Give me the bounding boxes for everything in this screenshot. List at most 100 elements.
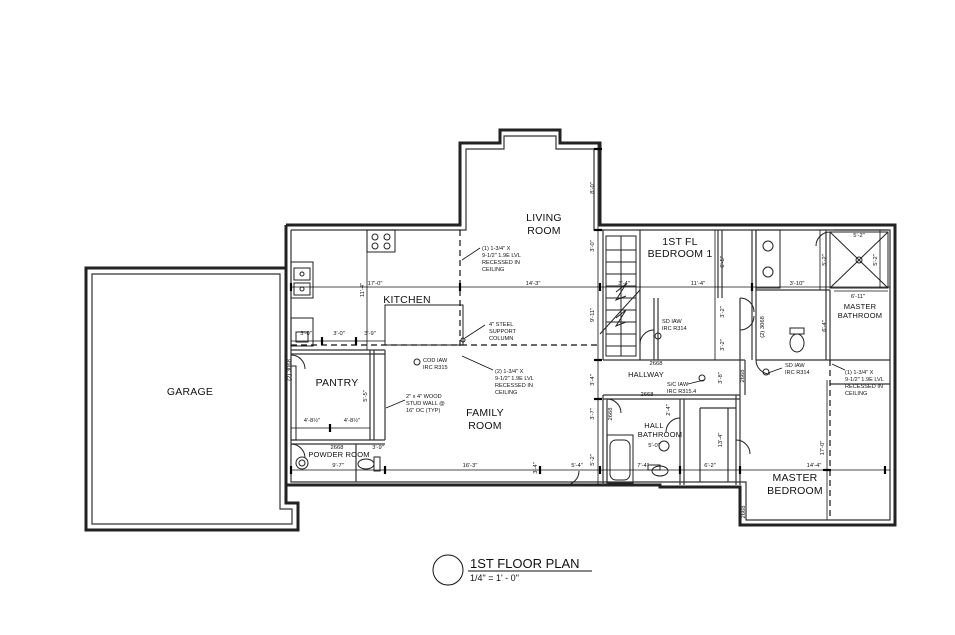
dim-label: 3'-2" <box>720 306 726 318</box>
beams <box>291 230 831 520</box>
dim-label: 3'-9" <box>364 331 376 337</box>
note-lvl-family: 9-1/2" 1.9E LVL <box>495 376 534 382</box>
dim-label: 4'-8½" <box>344 417 360 424</box>
dim-label: 8'-0" <box>590 182 596 194</box>
title-marker-icon <box>432 554 464 586</box>
dim-label: 2'-4" <box>666 404 672 416</box>
note-sd-bedroom1: IRC R314 <box>662 326 687 332</box>
dim-label: 14'-4" <box>807 463 822 469</box>
dim-label: 6'-2" <box>704 463 716 469</box>
detector-symbols <box>413 332 770 382</box>
note-cod: IRC R315 <box>423 365 448 371</box>
cod-detector-icon <box>413 358 421 366</box>
dim-label: 3'-4" <box>590 374 596 386</box>
note-lvl-family: (2) 1-3/4" X <box>495 369 524 375</box>
note-sd-bedroom1: SD IAW <box>662 319 682 325</box>
dim-label: 5'-2" <box>853 233 865 239</box>
room-label-hall-bath: HALL <box>644 421 664 430</box>
dimension-labels: 8'-0" 3'-0" 17'-0" 14'-3" 11'-4" 11'-4" … <box>287 182 879 518</box>
dim-label: 6'-4" <box>822 320 828 332</box>
dim-label: 3'-0" <box>333 331 345 337</box>
note-lvl-family: RECESSED IN <box>495 383 533 389</box>
room-label-kitchen: KITCHEN <box>383 294 431 306</box>
room-label-pantry: PANTRY <box>316 377 359 389</box>
steel-column-icon <box>460 337 466 343</box>
dim-label: 3'-10" <box>790 281 805 287</box>
note-sd-master: IRC R314 <box>785 370 810 376</box>
dim-label: 3'-9" <box>372 445 384 451</box>
dim-label: 5'-4" <box>571 463 583 469</box>
room-label-master-bed-2: BEDROOM <box>767 485 823 497</box>
dim-label: 5'-2" <box>873 254 879 266</box>
room-label-master-bath: MASTER <box>844 302 877 311</box>
dim-label: 6'-11" <box>851 294 865 300</box>
garage-outline <box>84 266 300 532</box>
room-label-powder: POWDER ROOM <box>308 450 369 459</box>
note-sc-hall: S/C IAW <box>667 382 689 388</box>
dim-label: 3'-0" <box>300 331 312 337</box>
room-label-hallway: HALLWAY <box>628 370 664 379</box>
dim-label: 4'-8½" <box>304 417 320 424</box>
dim-label: 14'-3" <box>526 281 541 287</box>
note-lvl-family: CEILING <box>495 390 517 396</box>
room-label-garage: GARAGE <box>167 386 213 398</box>
dim-label: 3'-0" <box>590 240 596 252</box>
dim-label: 3'-7" <box>590 408 596 420</box>
note-lvl-master: RECESSED IN <box>845 384 883 390</box>
room-label-living: LIVING <box>526 212 562 224</box>
room-label-bedroom1-2: BEDROOM 1 <box>648 248 713 260</box>
dim-label: 2668 <box>741 506 747 519</box>
dim-label: 5'-2" <box>822 254 828 266</box>
note-lvl-living: RECESSED IN <box>482 260 520 266</box>
note-steel-column: 4" STEEL <box>489 322 513 328</box>
smoke-co-detector-icon <box>698 374 706 382</box>
dim-label: 2668 <box>608 408 614 421</box>
smoke-detector-icon <box>654 332 662 340</box>
stairs <box>599 235 641 357</box>
dim-label: 9'-7" <box>332 463 344 469</box>
room-labels: GARAGE LIVING ROOM 1ST FL BEDROOM 1 KITC… <box>167 212 882 497</box>
room-label-bedroom1: 1ST FL <box>662 236 697 248</box>
note-cod: COD IAW <box>423 358 448 364</box>
kitchen-fixtures <box>290 229 464 441</box>
dim-label: 2668 <box>641 392 654 398</box>
dimension-lines <box>289 143 890 520</box>
note-lvl-living: (1) 1-3/4" X <box>482 246 511 252</box>
dim-label: 2668 <box>331 445 344 451</box>
note-stud-wall: STUD WALL @ <box>406 401 445 407</box>
note-stud-wall: 2" x 4" WOOD <box>406 394 442 400</box>
dim-label: 5'-5" <box>363 390 369 402</box>
dim-label: 9'-11" <box>590 308 596 322</box>
dim-label: 16'-3" <box>463 463 478 469</box>
dim-label: 17'-0" <box>368 281 383 287</box>
dim-label: 3'-4" <box>533 462 539 474</box>
title-block: 1ST FLOOR PLAN 1/4" = 1' - 0" <box>432 554 592 586</box>
dim-label: 3'-8" <box>718 372 724 384</box>
dim-label: 2668 <box>650 361 663 367</box>
room-label-hall-bath-2: BATHROOM <box>638 430 682 439</box>
note-sd-master: SD IAW <box>785 363 805 369</box>
plan-title: 1ST FLOOR PLAN <box>470 556 580 571</box>
room-label-family: FAMILY <box>466 407 504 419</box>
dim-label: (2) 3068 <box>287 359 293 381</box>
dim-label: 2668 <box>740 370 746 383</box>
note-steel-column: COLUMN <box>489 336 513 342</box>
note-lvl-living: 9-1/2" 1.9E LVL <box>482 253 521 259</box>
dim-label: 13'-4" <box>718 433 724 448</box>
dim-label: 17'-0" <box>820 441 826 456</box>
note-lvl-master: 9-1/2" 1.9E LVL <box>845 377 884 383</box>
dim-label: 6'-5" <box>720 256 726 268</box>
bath-fixtures <box>295 229 889 484</box>
annotation-notes: (1) 1-3/4" X 9-1/2" 1.9E LVL RECESSED IN… <box>406 246 884 414</box>
dim-label: 7'-4" <box>637 463 649 469</box>
note-steel-column: SUPPORT <box>489 329 517 335</box>
note-sc-hall: IRC R315.4 <box>667 389 696 395</box>
dim-label: 3'-2" <box>720 339 726 351</box>
note-lvl-master: (1) 1-3/4" X <box>845 370 874 376</box>
room-label-family-2: ROOM <box>468 420 501 432</box>
dim-label: 5'-2" <box>590 454 596 466</box>
plan-scale: 1/4" = 1' - 0" <box>470 573 519 583</box>
dim-label: 3'-4" <box>618 281 630 287</box>
dim-label: 11'-4" <box>691 281 705 287</box>
